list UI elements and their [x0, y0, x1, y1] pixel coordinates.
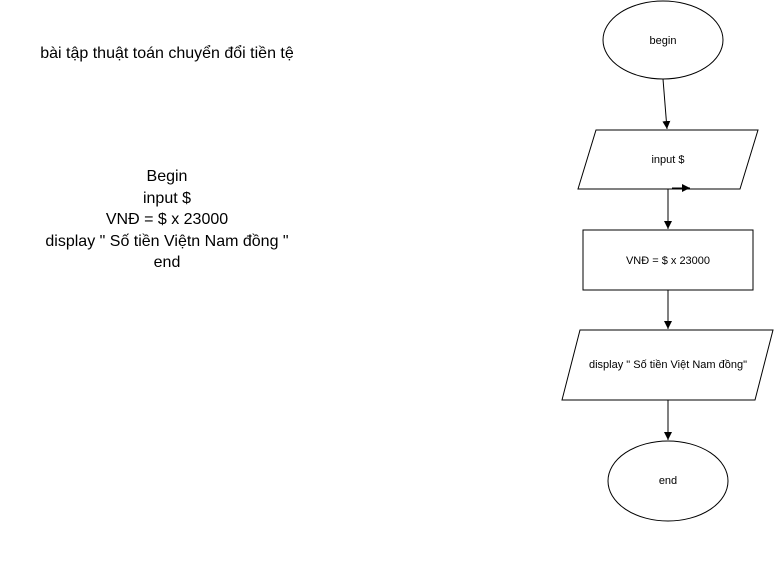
- pseudocode-line-input: input $: [142, 189, 192, 207]
- pseudocode-line-begin: Begin: [146, 168, 188, 185]
- algorithm-pseudocode: Begin input $ VNĐ = $ x 23000 display " …: [16, 166, 318, 274]
- input-parallelogram[interactable]: input $: [577, 129, 759, 190]
- input-label: input $: [651, 154, 684, 166]
- process-box[interactable]: VNĐ = $ x 23000: [582, 229, 754, 291]
- display-parallelogram[interactable]: display " Số tiền Việt Nam đồng": [561, 329, 774, 401]
- end-label: end: [659, 475, 677, 487]
- pseudocode-line-end: end: [153, 254, 181, 271]
- process-label: VNĐ = $ x 23000: [626, 255, 710, 267]
- begin-terminal[interactable]: begin: [602, 0, 724, 80]
- arrow-begin-to-input: [662, 78, 671, 130]
- pseudocode-line-display: display " Số tiền Việtn Nam đồng ": [45, 232, 289, 250]
- end-terminal[interactable]: end: [607, 440, 729, 522]
- display-label: display " Số tiền Việt Nam đồng": [589, 359, 747, 371]
- diagram-title: bài tập thuật toán chuyển đổi tiền tệ: [40, 45, 294, 62]
- begin-label: begin: [650, 35, 677, 47]
- pseudocode-line-compute: VNĐ = $ x 23000: [105, 211, 229, 228]
